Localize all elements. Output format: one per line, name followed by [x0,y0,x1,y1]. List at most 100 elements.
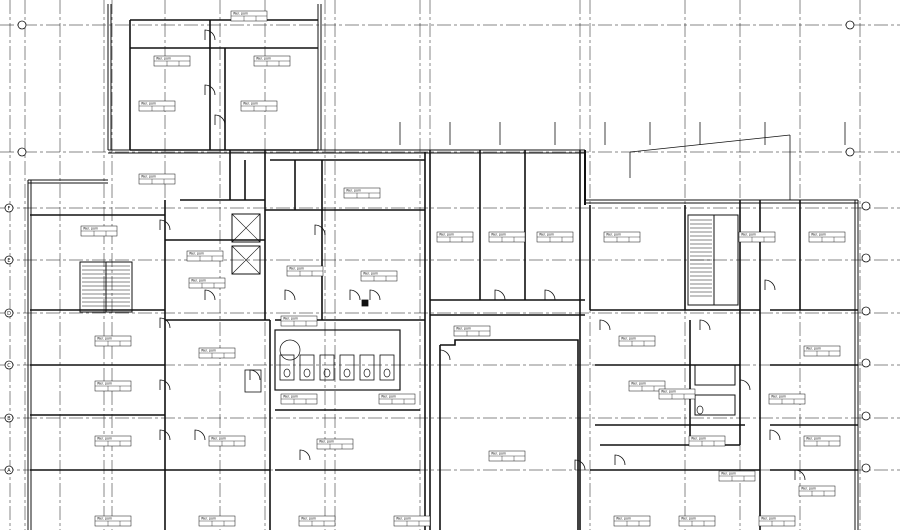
room-tag: Wer. pom [678,515,716,527]
room-tag: Wer. pom [316,438,354,450]
room-tag: Wer. pom [188,277,226,289]
shaft-box [361,299,369,307]
room-tag: Wer. pom [138,100,176,112]
door-swing [314,224,326,236]
room-tag: Wer. pom [286,265,324,277]
room-tag-title: Wer. pom [741,233,756,237]
door-swing [159,429,171,441]
door-swing [284,289,296,301]
door-swing [349,289,361,301]
fixtures [244,299,736,416]
grid-marker: F [4,201,871,213]
room-tag: Wer. pom [618,335,656,347]
room-tag: Wer. pom [208,435,246,447]
room-tag: Wer. pom [436,231,474,243]
room-tag-title: Wer. pom [363,272,378,276]
room-tag: Wer. pom [94,435,132,447]
wc-bowl [383,368,391,378]
toilet-cubicle [379,354,395,381]
room-tag-title: Wer. pom [141,175,156,179]
grid-marker-circle [861,201,871,211]
room-tag-title: Wer. pom [439,233,454,237]
room-tag-title: Wer. pom [97,337,112,341]
wc-bowl [343,368,351,378]
toilet-cubicle [299,354,315,381]
room-tag: Wer. pom [198,347,236,359]
room-tag-title: Wer. pom [211,437,226,441]
room-tag: Wer. pom [94,335,132,347]
toilet-cubicle [694,364,736,386]
room-tag: Wer. pom [94,515,132,527]
room-tag-title: Wer. pom [346,189,361,193]
grid-marker: D [4,306,871,318]
room-tag: Wer. pom [536,231,574,243]
room-tag: Wer. pom [803,435,841,447]
wall-line [629,134,791,153]
grid-marker-circle [861,306,871,316]
grid-marker-circle [17,20,27,30]
door-swing [544,289,556,301]
room-tag: Wer. pom [808,231,846,243]
door-swing [159,219,171,231]
room-tag: Wer. pom [378,393,416,405]
room-tag-title: Wer. pom [191,279,206,283]
room-tag: Wer. pom [153,55,191,67]
room-tag-title: Wer. pom [491,233,506,237]
doors [159,29,806,481]
toilet-cubicle [359,354,375,381]
wc-bowl [283,368,291,378]
door-swing [769,429,781,441]
room-tag: Wer. pom [758,515,796,527]
room-tag-title: Wer. pom [189,252,204,256]
room-tag-title: Wer. pom [771,395,786,399]
wc-bowl [696,405,704,415]
door-swing [159,379,171,391]
door-swing [194,429,206,441]
room-tag-title: Wer. pom [233,12,248,16]
room-tag: Wer. pom [603,231,641,243]
room-tag-title: Wer. pom [631,382,646,386]
room-tag-title: Wer. pom [721,472,736,476]
wc-bowl [363,368,371,378]
grid-marker-label: D [7,311,11,317]
grid-marker-circle [861,463,871,473]
room-tag: Wer. pom [738,231,776,243]
toilet-cubicle [694,394,736,416]
room-tag-title: Wer. pom [691,437,706,441]
room-tag-title: Wer. pom [243,102,258,106]
room-tag: Wer. pom [718,470,756,482]
room-tag: Wer. pom [343,187,381,199]
walls [27,4,859,530]
grid-marker: B [4,411,871,423]
room-tag: Wer. pom [94,380,132,392]
room-tag: Wer. pom [393,515,431,527]
elevator-shaft [231,213,261,243]
room-tag-title: Wer. pom [811,233,826,237]
door-swing [574,459,586,471]
room-tag-title: Wer. pom [201,517,216,521]
room-tag-title: Wer. pom [319,440,334,444]
door-swing [794,469,806,481]
room-tag-title: Wer. pom [806,437,821,441]
room-tag-title: Wer. pom [283,317,298,321]
door-swing [299,449,311,461]
room-tag-title: Wer. pom [97,382,112,386]
grid-marker-circle [861,411,871,421]
room-tag-title: Wer. pom [97,437,112,441]
room-tag: Wer. pom [768,393,806,405]
grid-marker-circle [845,147,855,157]
room-tag-title: Wer. pom [201,349,216,353]
room-tag: Wer. pom [186,250,224,262]
room-tag-title: Wer. pom [681,517,696,521]
grid-marker: E [4,253,871,265]
room-tag: Wer. pom [80,225,118,237]
toilet-cubicle [319,354,335,381]
grid-marker-circle [4,308,14,318]
room-tag: Wer. pom [613,515,651,527]
grid-marker-circle [4,413,14,423]
grid-marker-circle [4,255,14,265]
door-swing [249,369,261,381]
room-tag-title: Wer. pom [606,233,621,237]
grid-marker-label: F [8,206,11,212]
